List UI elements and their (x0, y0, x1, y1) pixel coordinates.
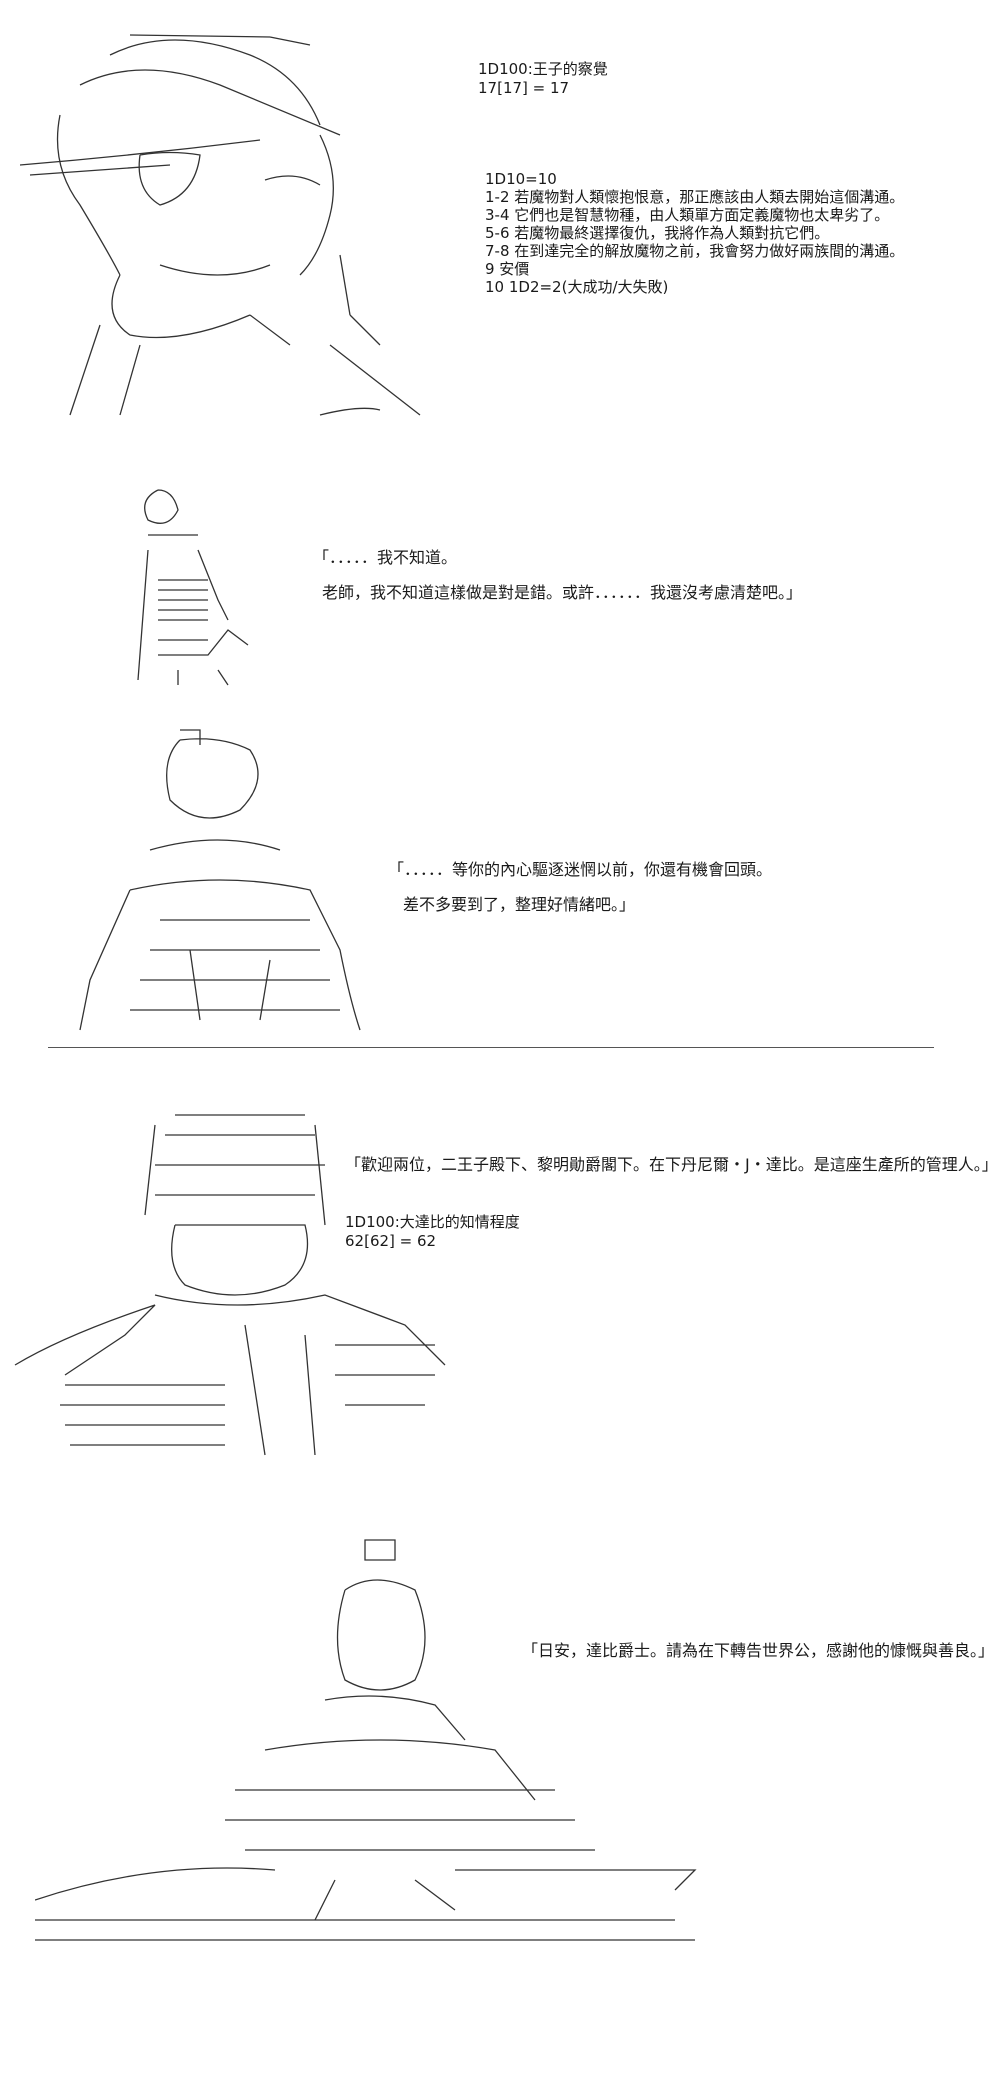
dice-roll-result: 62[62] = 62 (345, 1232, 437, 1250)
ascii-art-manager-figure (5, 1105, 465, 1465)
panel-teacher-advice: 「．．．．．等你的內心驅逐迷惘以前，你還有機會回頭。 差不多要到了，整理好情緒吧… (0, 710, 1000, 1040)
dice-table-row: 5-6 若魔物最終選擇復仇，我將作為人類對抗它們。 (485, 224, 830, 242)
section-divider (48, 1047, 934, 1048)
ascii-art-seated-prince-figure (35, 1530, 705, 1960)
dice-roll-title: 1D100:大達比的知情程度 (345, 1213, 520, 1231)
panel-prince-reply: 「日安，達比爵士。請為在下轉告世界公，感謝他的慷慨與善良。」 (0, 1510, 1000, 1960)
dialog-line: 老師，我不知道這樣做是對是錯。或許．．．．．．我還沒考慮清楚吧。」 (322, 583, 803, 602)
dice-roll-result: 17[17] = 17 (478, 79, 570, 97)
panel-prince-uncertain: 「．．．．．我不知道。 老師，我不知道這樣做是對是錯。或許．．．．．．我還沒考慮… (0, 460, 1000, 690)
dialog-line: 「．．．．．我不知道。 (313, 548, 458, 567)
dice-table-title: 1D10=10 (485, 170, 557, 188)
dice-roll-title: 1D100:王子的察覺 (478, 60, 608, 78)
ascii-art-prince-figure (20, 15, 470, 430)
dice-table-row: 10 1D2=2(大成功/大失敗) (485, 278, 669, 296)
dice-table-row: 1-2 若魔物對人類懷抱恨意，那正應該由人類去開始這個溝通。 (485, 188, 905, 206)
ascii-art-standing-figure (118, 480, 278, 690)
ascii-art-cloaked-figure (70, 720, 370, 1040)
dialog-line: 「日安，達比爵士。請為在下轉告世界公，感謝他的慷慨與善良。」 (522, 1641, 995, 1660)
dice-table-row: 7-8 在到達完全的解放魔物之前，我會努力做好兩族間的溝通。 (485, 242, 905, 260)
dialog-line: 「歡迎兩位，二王子殿下、黎明勛爵閣下。在下丹尼爾・J・達比。是這座生產所的管理人… (345, 1155, 998, 1174)
dialog-line: 「．．．．．等你的內心驅逐迷惘以前，你還有機會回頭。 (388, 860, 773, 879)
panel-prince-awareness: 1D100:王子的察覺 17[17] = 17 1D10=10 1-2 若魔物對… (0, 0, 1000, 440)
dialog-line: 差不多要到了，整理好情緒吧。」 (403, 895, 636, 914)
dice-table-row: 9 安價 (485, 260, 530, 278)
dice-table-row: 3-4 它們也是智慧物種，由人類單方面定義魔物也太卑劣了。 (485, 206, 890, 224)
panel-darby-greeting: 「歡迎兩位，二王子殿下、黎明勛爵閣下。在下丹尼爾・J・達比。是這座生產所的管理人… (0, 1090, 1000, 1470)
